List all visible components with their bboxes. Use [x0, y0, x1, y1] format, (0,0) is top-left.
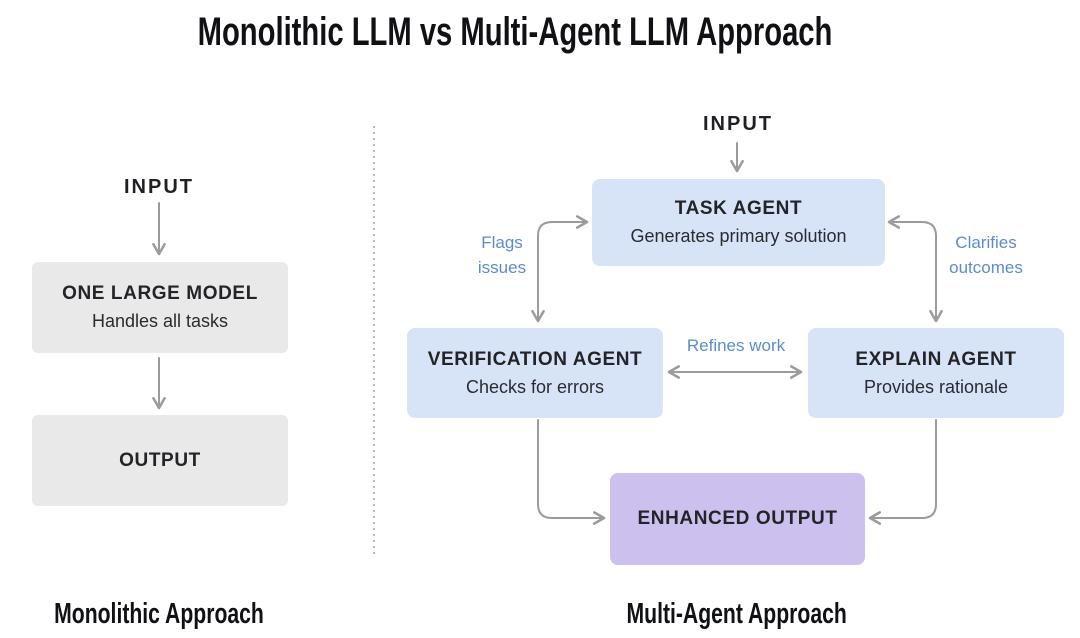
explain-to-enhanced-arrow: [868, 419, 937, 525]
enhanced-output-box: ENHANCED OUTPUT: [610, 473, 865, 565]
task-explain-arrow: [887, 215, 943, 323]
multi-agent-caption: Multi-Agent Approach: [626, 598, 847, 630]
task-agent-title: TASK AGENT: [674, 198, 803, 219]
verification-to-enhanced-arrow: [537, 419, 606, 525]
explain-agent-box: EXPLAIN AGENT Provides rationale: [808, 328, 1064, 418]
clarifies-outcomes-label: Clarifies outcomes: [949, 233, 1023, 277]
verification-agent-title: VERIFICATION AGENT: [427, 348, 643, 370]
verification-agent-subtitle: Checks for errors: [465, 376, 605, 397]
monolithic-input-label: INPUT: [124, 176, 194, 198]
enhanced-output-title: ENHANCED OUTPUT: [637, 508, 838, 529]
task-agent-subtitle: Generates primary solution: [630, 226, 847, 246]
page-title: Monolithic LLM vs Multi-Agent LLM Approa…: [197, 10, 833, 54]
explain-agent-subtitle: Provides rationale: [863, 376, 1009, 397]
verification-agent-box: VERIFICATION AGENT Checks for errors: [407, 328, 663, 418]
output-box: OUTPUT: [32, 415, 288, 506]
output-title: OUTPUT: [119, 449, 201, 471]
one-large-model-subtitle: Handles all tasks: [91, 311, 229, 331]
task-agent-box: TASK AGENT Generates primary solution: [592, 179, 885, 266]
task-verification-arrow: [531, 215, 589, 323]
explain-agent-title: EXPLAIN AGENT: [855, 348, 1017, 370]
multi-agent-input-label: INPUT: [703, 113, 773, 135]
flags-issues-label: Flags issues: [477, 233, 527, 277]
one-large-model-box: ONE LARGE MODEL Handles all tasks: [32, 262, 288, 353]
one-large-model-title: ONE LARGE MODEL: [62, 283, 258, 304]
monolithic-caption: Monolithic Approach: [54, 598, 264, 630]
refines-work-label: Refines work: [686, 336, 786, 355]
